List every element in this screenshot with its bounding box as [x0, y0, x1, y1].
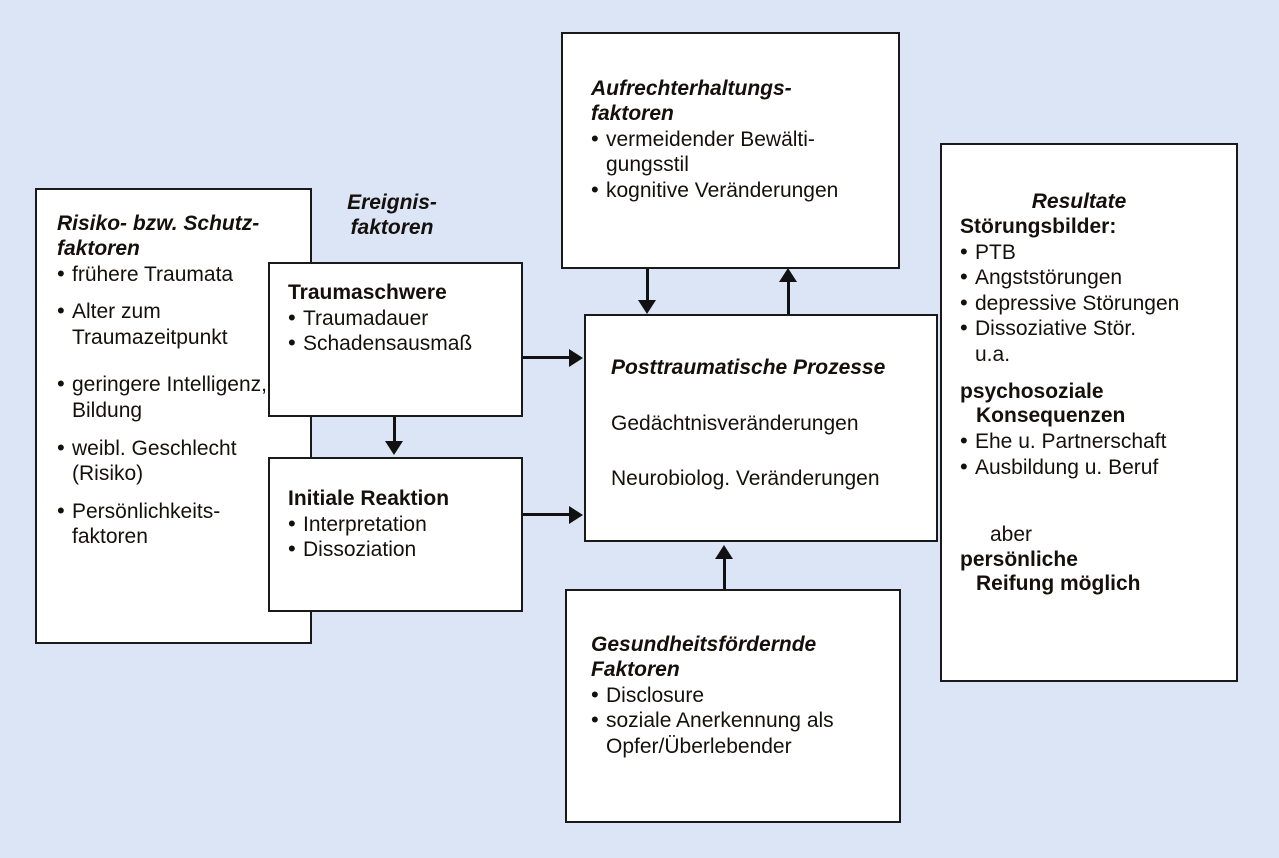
connector-gesund-to-post: [723, 556, 726, 589]
box-posttraumatische-line-1: Gedächtnisveränderungen: [611, 411, 859, 435]
box-initiale-reaktion-title: Initiale Reaktion: [288, 487, 450, 510]
list-spacer: [57, 487, 294, 499]
list-item: Schadensausmaß: [288, 330, 507, 357]
list-item: Disclosure: [591, 682, 885, 709]
arrowhead-aufrecht-up: [779, 268, 797, 282]
box-resultate-footer-line1: aber: [990, 523, 1033, 547]
label-ereignisfaktoren: Ereignis- faktoren: [327, 191, 457, 241]
spacer: [611, 436, 922, 466]
list-item-continuation: gungsstil: [606, 153, 689, 177]
connector-trauma-to-post: [523, 356, 571, 359]
box-resultate-footer-line2: persönliche: [960, 547, 1078, 571]
box-resultate-section2-heading: psychosoziale Konsequenzen: [960, 380, 1224, 430]
spacer: [611, 381, 922, 411]
box-resultate-section2-heading-line1: psychosoziale: [960, 379, 1104, 403]
list-item: Traumadauer: [288, 305, 507, 332]
box-gesundheitsfoerdernde-list: Disclosure soziale Anerkennung als Opfer…: [591, 682, 885, 760]
box-resultate[interactable]: Resultate Störungsbilder: PTB Angststöru…: [940, 143, 1238, 682]
list-item-continuation: (Risiko): [72, 462, 144, 486]
list-item: Ehe u. Partnerschaft: [960, 428, 1224, 455]
arrowhead-trauma-to-initiale: [385, 441, 403, 455]
list-item: depressive Störungen: [960, 290, 1224, 317]
box-resultate-footer-line3: Reifung möglich: [976, 572, 1141, 596]
box-gesundheitsfoerdernde-title: Gesundheitsfördernde Faktoren: [591, 633, 885, 683]
box-gesundheitsfoerdernde-faktoren[interactable]: Gesundheitsfördernde Faktoren Disclosure…: [565, 589, 901, 823]
list-item-continuation: Opfer/Überlebender: [606, 734, 792, 758]
box-initiale-reaktion-list: Interpretation Dissoziation: [288, 511, 507, 563]
list-item: Persönlichkeits-: [57, 498, 294, 525]
box-gesundheitsfoerdernde-title-line1: Gesundheitsfördernde: [591, 633, 817, 656]
list-item: frühere Traumata: [57, 261, 294, 288]
list-item: Dissoziation: [288, 536, 507, 563]
list-item: Alter zum: [57, 298, 294, 325]
box-aufrechterhaltung-list: vermeidender Bewälti- gungsstil kognitiv…: [591, 126, 884, 204]
spacer: [960, 510, 1224, 522]
list-item-continuation: u.a.: [975, 342, 1011, 366]
list-item: geringere Intelligenz,: [57, 371, 294, 398]
spacer: [960, 480, 1224, 510]
list-item: Ausbildung u. Beruf: [960, 454, 1224, 481]
list-item: Interpretation: [288, 511, 507, 538]
connector-aufrecht-down: [646, 269, 649, 302]
list-item: weibl. Geschlecht: [57, 435, 294, 462]
box-resultate-title: Resultate: [1031, 190, 1127, 213]
connector-trauma-to-initiale: [393, 417, 396, 443]
box-risiko-title-line1: Risiko- bzw. Schutz-: [57, 212, 260, 235]
box-traumaschwere-title: Traumaschwere: [288, 281, 447, 304]
box-aufrechterhaltung-title: Aufrechterhaltungs- faktoren: [591, 77, 884, 127]
arrowhead-initiale-to-post: [569, 505, 583, 524]
arrowhead-aufrecht-down: [638, 300, 656, 314]
connector-initiale-to-post: [523, 513, 571, 516]
box-risiko-list: frühere Traumata Alter zum Traumazeitpun…: [57, 261, 294, 550]
arrowhead-trauma-to-post: [569, 348, 583, 367]
box-gesundheitsfoerdernde-title-line2: Faktoren: [591, 657, 680, 681]
list-spacer: [57, 424, 294, 436]
list-item: kognitive Veränderungen: [591, 177, 884, 204]
box-risiko-title: Risiko- bzw. Schutz- faktoren: [57, 212, 294, 262]
box-resultate-section2-list: Ehe u. Partnerschaft Ausbildung u. Beruf: [960, 428, 1224, 481]
box-aufrechterhaltung-title-line2: faktoren: [591, 101, 674, 125]
list-item-continuation: Traumazeitpunkt: [72, 325, 228, 349]
connector-aufrecht-up: [787, 280, 790, 315]
list-item-continuation: faktoren: [72, 525, 148, 549]
box-aufrechterhaltungsfaktoren[interactable]: Aufrechterhaltungs- faktoren vermeidende…: [561, 32, 900, 269]
list-spacer: [57, 287, 294, 299]
list-spacer: [57, 350, 294, 372]
arrowhead-gesund-to-post: [715, 545, 733, 559]
box-resultate-section1-list: PTB Angststörungen depressive Störungen …: [960, 239, 1224, 368]
box-aufrechterhaltung-title-line1: Aufrechterhaltungs-: [591, 77, 792, 100]
spacer: [960, 368, 1224, 380]
box-traumaschwere-list: Traumadauer Schadensausmaß: [288, 305, 507, 357]
box-resultate-section2-heading-line2: Konsequenzen: [976, 404, 1126, 428]
box-posttraumatische-prozesse[interactable]: Posttraumatische Prozesse Gedächtnisverä…: [584, 314, 938, 542]
box-posttraumatische-title: Posttraumatische Prozesse: [611, 356, 886, 379]
box-risiko-title-line2: faktoren: [57, 236, 140, 260]
list-item: PTB: [960, 239, 1224, 266]
list-item: vermeidender Bewälti-: [591, 126, 884, 153]
list-item: Angststörungen: [960, 264, 1224, 291]
label-ereignisfaktoren-line2: faktoren: [350, 215, 434, 239]
list-item: Dissoziative Stör.: [960, 315, 1224, 342]
box-posttraumatische-line-2: Neurobiolog. Veränderungen: [611, 466, 880, 490]
box-traumaschwere[interactable]: Traumaschwere Traumadauer Schadensausmaß: [268, 262, 523, 417]
list-item-continuation: Bildung: [72, 398, 143, 422]
box-resultate-section1-heading: Störungsbilder:: [960, 214, 1117, 238]
box-initiale-reaktion[interactable]: Initiale Reaktion Interpretation Dissozi…: [268, 457, 523, 612]
list-item: soziale Anerkennung als: [591, 707, 885, 734]
label-ereignisfaktoren-line1: Ereignis-: [347, 191, 437, 214]
box-risiko-schutzfaktoren[interactable]: Risiko- bzw. Schutz- faktoren frühere Tr…: [35, 188, 312, 644]
